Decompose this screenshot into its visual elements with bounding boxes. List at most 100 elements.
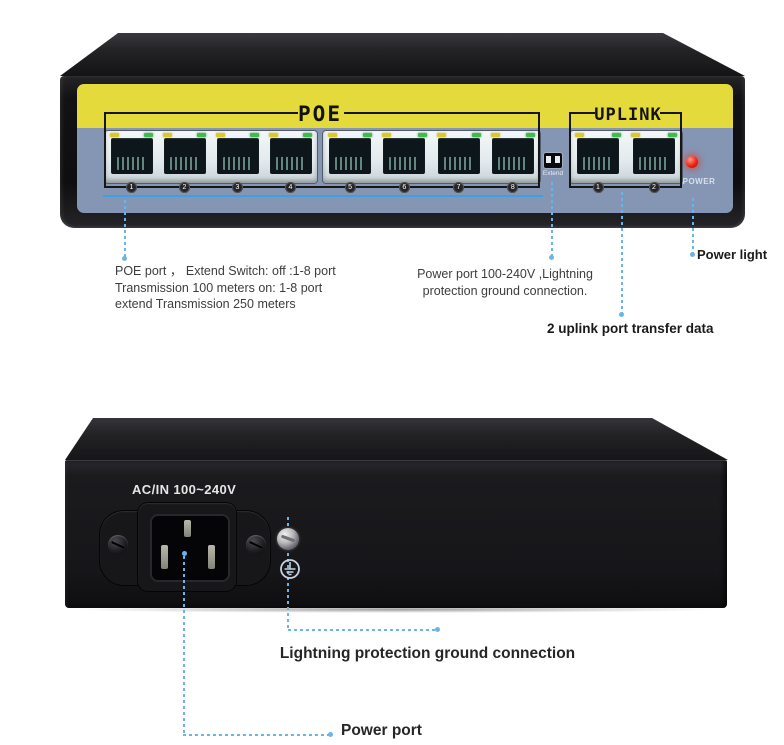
inlet-screw-icon [246, 535, 266, 555]
poe-led-icon [382, 133, 392, 137]
rj45-jack-icon [110, 138, 153, 174]
poe-led-icon [163, 133, 172, 137]
leader-dot [328, 732, 333, 737]
ground-screw-icon [277, 528, 299, 550]
rj45-jack-icon [577, 138, 619, 174]
uplink-note-leader-line [621, 192, 623, 314]
uplink-bracket-left-line [569, 112, 571, 188]
earth-ground-icon [280, 559, 300, 579]
front-chassis-top-face [60, 33, 745, 76]
power-note-leader-line [551, 182, 553, 256]
poe-led-icon [575, 133, 584, 137]
rj45-port [377, 131, 431, 183]
poe-port-numbers-1-4: 1 2 3 4 [105, 181, 317, 193]
power-port-note-text: Power port 100-240V ,Lightning protectio… [396, 266, 614, 299]
leader-dot [435, 627, 440, 632]
poe-led-icon [436, 133, 446, 137]
poe-note-line2: Transmission 100 meters on: 1-8 port [115, 280, 323, 295]
rj45-jack-icon [383, 138, 426, 174]
link-led-icon [612, 133, 621, 137]
uplink-bracket-top-right-line [660, 112, 682, 114]
poe-led-icon [490, 133, 500, 137]
port-number-badge: 1 [592, 181, 604, 193]
poe-note-line1: POE port ， Extend Switch: off :1-8 port [115, 264, 336, 278]
power-port-leader-vertical [183, 556, 185, 736]
link-led-icon [471, 133, 481, 137]
power-note-line1: Power port 100-240V ,Lightning [417, 267, 593, 281]
rj45-port [570, 131, 626, 183]
port-number-badge: 4 [285, 181, 296, 193]
port-number-badge: 1 [126, 181, 137, 193]
rj45-port [264, 131, 317, 183]
poe-bracket-top-left-line [104, 112, 298, 114]
rj45-jack-icon [163, 138, 206, 174]
port-number-badge: 2 [179, 181, 190, 193]
inlet-line-pin [161, 545, 168, 569]
port-number-badge: 2 [648, 181, 660, 193]
power-note-line2: protection ground connection. [422, 283, 588, 298]
poe-note-text: POE port ， Extend Switch: off :1-8 port … [115, 263, 375, 313]
rj45-jack-icon [437, 138, 480, 174]
uplink-note-text: 2 uplink port transfer data [547, 321, 714, 336]
link-led-icon [526, 133, 535, 137]
poe-led-icon [328, 133, 337, 137]
uplink-bracket-bottom-line [569, 186, 682, 188]
rj45-jack-icon [216, 138, 259, 174]
link-led-icon [417, 133, 427, 137]
inlet-earth-pin [184, 520, 191, 537]
link-led-icon [303, 133, 312, 137]
rj45-jack-icon [633, 138, 675, 174]
ground-leader-horizontal [288, 629, 437, 631]
chassis-ground-shadow [72, 606, 720, 613]
link-led-icon [250, 133, 259, 137]
uplink-port-numbers: 1 2 [570, 181, 682, 193]
ground-leader-vertical [287, 517, 289, 630]
port-number-badge: 6 [398, 181, 410, 193]
rj45-port [323, 131, 377, 183]
extend-dip-switch [544, 153, 562, 168]
uplink-bracket-top-left-line [569, 112, 595, 114]
rj45-port [432, 131, 486, 183]
inlet-neutral-pin [208, 545, 215, 569]
poe-note-leader-line [124, 200, 126, 257]
leader-dot [122, 256, 127, 261]
power-port-note-text-back: Power port [341, 722, 422, 739]
poe-bracket-bottom-line [104, 186, 540, 188]
port-number-badge: 3 [232, 181, 243, 193]
leader-dot [549, 255, 554, 260]
poe-port-numbers-5-8: 5 6 7 8 [323, 181, 540, 193]
link-led-icon [363, 133, 373, 137]
rj45-jack-icon [329, 138, 372, 174]
inlet-screw-icon [108, 535, 128, 555]
extend-switch-label: Extend [542, 170, 564, 177]
poe-bracket-right-line [538, 112, 540, 188]
link-led-icon [668, 133, 677, 137]
leader-dot [690, 252, 695, 257]
rj45-port [211, 131, 264, 183]
power-port-leader-horizontal [183, 734, 330, 736]
rj45-port [105, 131, 158, 183]
poe-bracket-left-line [104, 112, 106, 188]
back-chassis-top-face [65, 418, 728, 460]
power-led-label: POWER [682, 177, 716, 186]
uplink-bracket-right-line [680, 112, 682, 188]
poe-port-block-5-8 [323, 131, 540, 183]
poe-note-line3: extend Transmission 250 meters [115, 297, 296, 311]
power-light-leader-line [692, 198, 694, 254]
rj45-port [158, 131, 211, 183]
uplink-group-label: UPLINK [594, 105, 662, 125]
link-led-icon [144, 133, 153, 137]
poe-led-icon [110, 133, 119, 137]
faceplate-yellow-band [77, 84, 733, 128]
port-number-badge: 5 [344, 181, 356, 193]
power-led-icon [686, 156, 698, 168]
poe-port-block-1-4 [105, 131, 317, 183]
uplink-port-block [570, 131, 682, 183]
power-light-note-text: Power light [697, 247, 768, 262]
poe-group-underline [103, 195, 543, 197]
ground-note-text: Lightning protection ground connection [279, 645, 576, 662]
link-led-icon [197, 133, 206, 137]
rj45-port [486, 131, 540, 183]
rj45-jack-icon [269, 138, 312, 174]
